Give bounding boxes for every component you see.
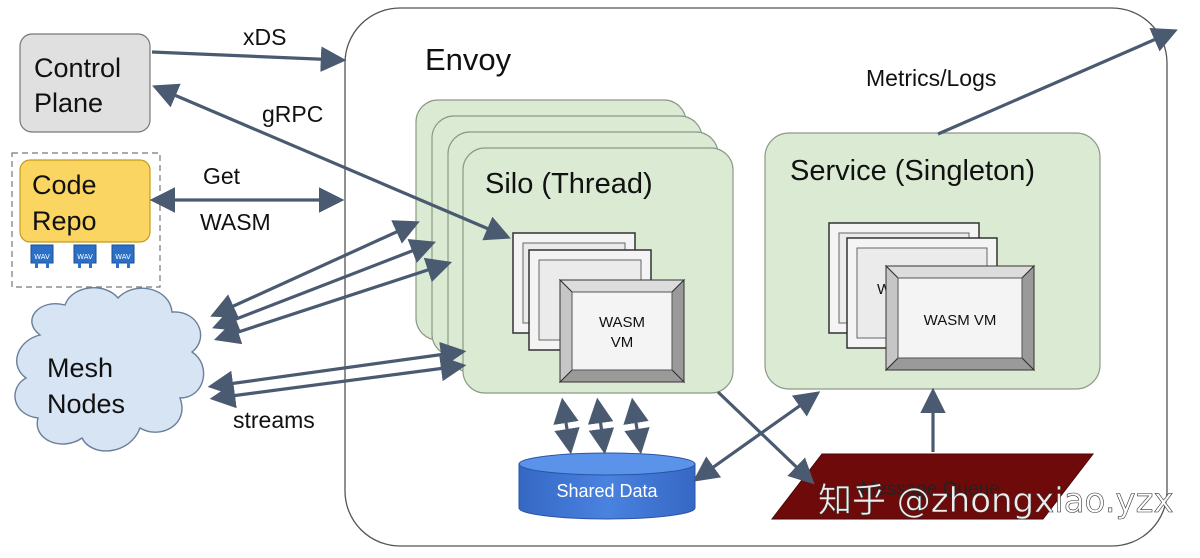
mesh-nodes-label-line1: Mesh [47, 353, 113, 383]
wasm-module-icons: WAV WAV WAV [30, 244, 135, 268]
silo-vm-label-line1: WASM [599, 314, 645, 331]
grpc-arrow [152, 83, 511, 241]
service-title: Service (Singleton) [790, 155, 1035, 187]
control-plane-label-line2: Plane [34, 88, 103, 118]
mesh-nodes-label-line2: Nodes [47, 389, 125, 419]
watermark: 知乎 @zhongxiao.yzx [818, 481, 1174, 521]
envoy-title: Envoy [425, 42, 512, 77]
service-wasm-vm-cube: WASM VM [884, 264, 1036, 372]
silo-vm-label-line2: VM [611, 334, 634, 351]
xds-arrow [151, 46, 347, 72]
silo-shared-arrow-3 [623, 397, 650, 455]
shared-service-arrow [692, 391, 821, 482]
message-queue-label: Message Queue [860, 479, 999, 500]
shared-data-label: Shared Data [556, 481, 658, 501]
xds-label: xDS [243, 24, 286, 50]
wasm-module-icon: WAV [73, 244, 97, 268]
grpc-label: gRPC [262, 101, 323, 127]
control-plane-box: Control Plane [19, 33, 151, 133]
get-label: Get [203, 163, 241, 189]
code-repo-box: Code Repo [19, 159, 151, 243]
code-repo-label-line1: Code [32, 170, 97, 200]
control-plane-label-line1: Control [34, 53, 121, 83]
wasm-label: WASM [200, 209, 271, 235]
metrics-logs-arrow [937, 27, 1178, 136]
mesh-nodes-cloud: Mesh Nodes [14, 287, 205, 452]
silo-shared-arrow-1 [553, 397, 580, 455]
service-vm-stack: W WASM VM [828, 222, 1036, 372]
silo-wasm-vm-cube: WASM VM [558, 278, 686, 384]
silo-shared-arrow-2 [587, 397, 615, 455]
silo-title: Silo (Thread) [485, 168, 653, 200]
streams-label: streams [233, 407, 315, 433]
connector-arrows [149, 27, 1178, 485]
svg-text:WAV: WAV [77, 253, 93, 261]
svg-text:WAV: WAV [115, 253, 131, 261]
wasm-module-icon: WAV [30, 244, 54, 268]
mesh-silo-arrow-3 [213, 257, 453, 345]
streams-arrow-2 [209, 355, 467, 409]
metrics-logs-label: Metrics/Logs [866, 65, 996, 91]
shared-data-cylinder: Shared Data [518, 452, 696, 520]
svg-text:WAV: WAV [34, 253, 50, 261]
message-queue-box: Message Queue [770, 453, 1095, 520]
code-repo-label-line2: Repo [32, 206, 97, 236]
silo-vm-stack: WASM VM [512, 232, 686, 384]
wasm-module-icon: WAV [111, 244, 135, 268]
service-vm-label: WASM VM [924, 312, 997, 329]
